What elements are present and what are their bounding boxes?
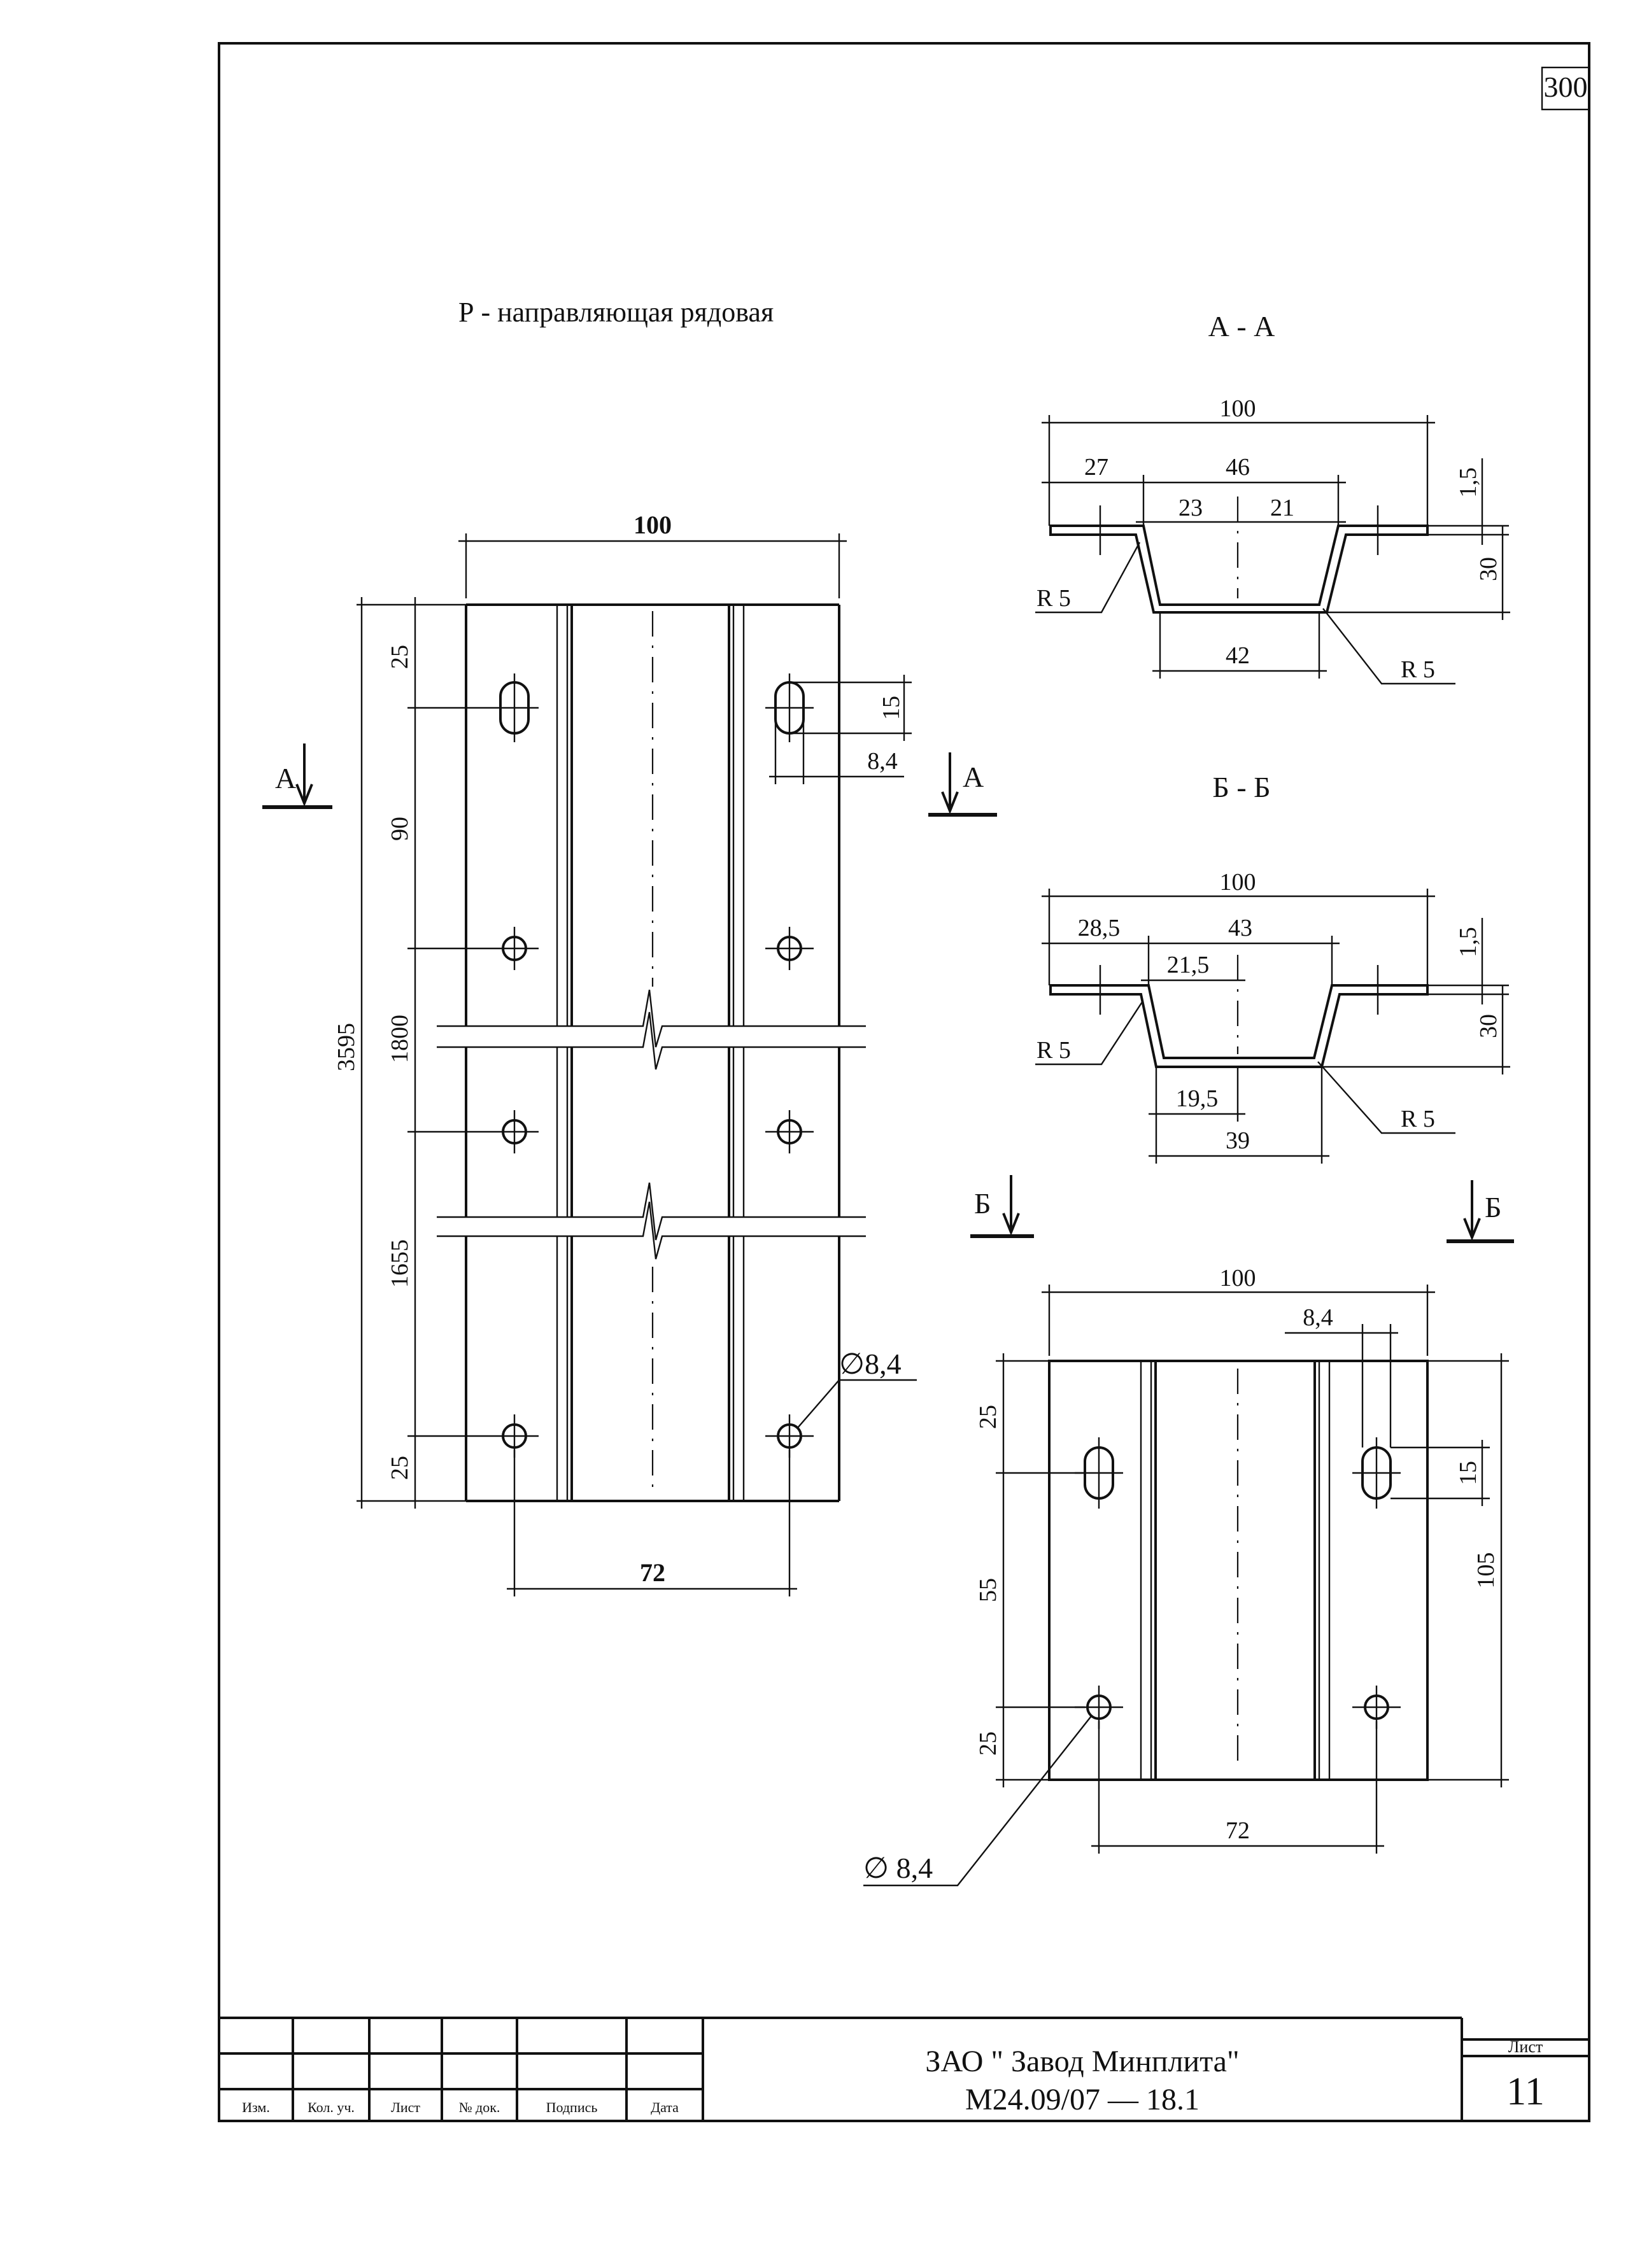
detail-slot-width-dim: 8,4: [1303, 1304, 1333, 1331]
detail-hole-spacing-dim: 72: [1226, 1817, 1250, 1844]
bb-bottom-dim: 39: [1226, 1127, 1250, 1154]
detail-view: 100 8,4 25 55 25 15 105 72 ∅ 8,4: [863, 1265, 1509, 1887]
overall-length-dim: 3595: [333, 1023, 360, 1071]
detail-seg-top-dim: 25: [975, 1405, 1001, 1429]
slot-length-dim: 15: [878, 696, 905, 720]
aa-flange-dim: 27: [1084, 454, 1108, 481]
aa-half-right-dim: 21: [1270, 495, 1294, 521]
tb-col-kol: Кол. уч.: [308, 2099, 355, 2115]
main-width-dim: 100: [633, 511, 672, 539]
tb-col-sign: Подпись: [546, 2099, 598, 2115]
main-view: 100 3595 25 90 1800 1655 25 15 8,4 ∅8,4 …: [262, 511, 997, 1596]
detail-length-dim: 105: [1473, 1553, 1499, 1589]
section-mark-b-left: Б: [974, 1187, 991, 1220]
seg-1800-dim: 1800: [386, 1015, 413, 1063]
tb-doc-code: М24.09/07 — 18.1: [965, 2083, 1200, 2117]
corner-box: [1541, 66, 1590, 111]
detail-slot-length-dim: 15: [1455, 1461, 1482, 1485]
bb-opening-dim: 43: [1228, 915, 1252, 941]
bb-bottom-half-dim: 19,5: [1176, 1085, 1219, 1112]
aa-radius-right: R 5: [1401, 656, 1435, 683]
seg-90-dim: 90: [386, 817, 413, 841]
tb-sheet-label: Лист: [1508, 2038, 1543, 2056]
detail-seg-bottom-dim: 25: [975, 1731, 1001, 1756]
tb-col-date: Дата: [651, 2099, 679, 2115]
aa-half-left-dim: 23: [1178, 495, 1203, 521]
tb-sheet-number: 11: [1506, 2070, 1545, 2113]
bb-half-left-dim: 21,5: [1167, 952, 1210, 978]
detail-width-dim: 100: [1220, 1265, 1256, 1292]
tb-company: ЗАО " Завод Минплита": [925, 2045, 1239, 2078]
aa-bottom-dim: 42: [1226, 642, 1250, 669]
sheet-corner-number: 300: [1544, 71, 1588, 103]
tb-col-izm: Изм.: [242, 2099, 270, 2115]
part-title: Р - направляющая рядовая: [458, 297, 774, 328]
bb-radius-left: R 5: [1037, 1037, 1071, 1064]
section-mark-a-left: А: [275, 762, 296, 794]
bb-flange-dim: 28,5: [1078, 915, 1121, 941]
hole-dia-dim: ∅8,4: [839, 1348, 902, 1380]
aa-opening-dim: 46: [1226, 454, 1250, 481]
tb-col-list: Лист: [391, 2099, 420, 2115]
hole-spacing-dim: 72: [640, 1558, 665, 1587]
aa-depth-dim: 30: [1475, 557, 1502, 581]
seg-1655-dim: 1655: [386, 1239, 413, 1288]
slot-width-dim: 8,4: [867, 748, 898, 775]
section-mark-b-right: Б: [1485, 1191, 1501, 1223]
detail-hole-dia-dim: ∅ 8,4: [863, 1852, 933, 1884]
tb-col-doc: № док.: [459, 2099, 500, 2115]
aa-width-dim: 100: [1220, 395, 1256, 422]
bb-radius-right: R 5: [1401, 1106, 1435, 1132]
seg-top-dim: 25: [386, 645, 413, 669]
detail-seg-55-dim: 55: [975, 1578, 1001, 1602]
sheet-frame: [218, 42, 1590, 2122]
bb-width-dim: 100: [1220, 869, 1256, 896]
section-b-b: Б - Б 100 28,5 43 21,5 1,5 30 19,5 39 R …: [970, 771, 1514, 1243]
seg-bottom-dim: 25: [386, 1456, 413, 1480]
section-aa-title: А - А: [1208, 310, 1275, 342]
section-bb-title: Б - Б: [1212, 771, 1270, 803]
aa-radius-left: R 5: [1037, 585, 1071, 612]
aa-thickness-dim: 1,5: [1455, 467, 1482, 498]
section-mark-a-right: А: [963, 761, 984, 793]
title-block: Изм. Кол. уч. Лист № док. Подпись Дата З…: [219, 2017, 1589, 2121]
section-a-a: А - А 100 27 46 23 21 1,5 30 42 R 5 R 5: [1035, 310, 1510, 685]
bb-thickness-dim: 1,5: [1455, 927, 1482, 957]
bb-depth-dim: 30: [1475, 1014, 1502, 1038]
